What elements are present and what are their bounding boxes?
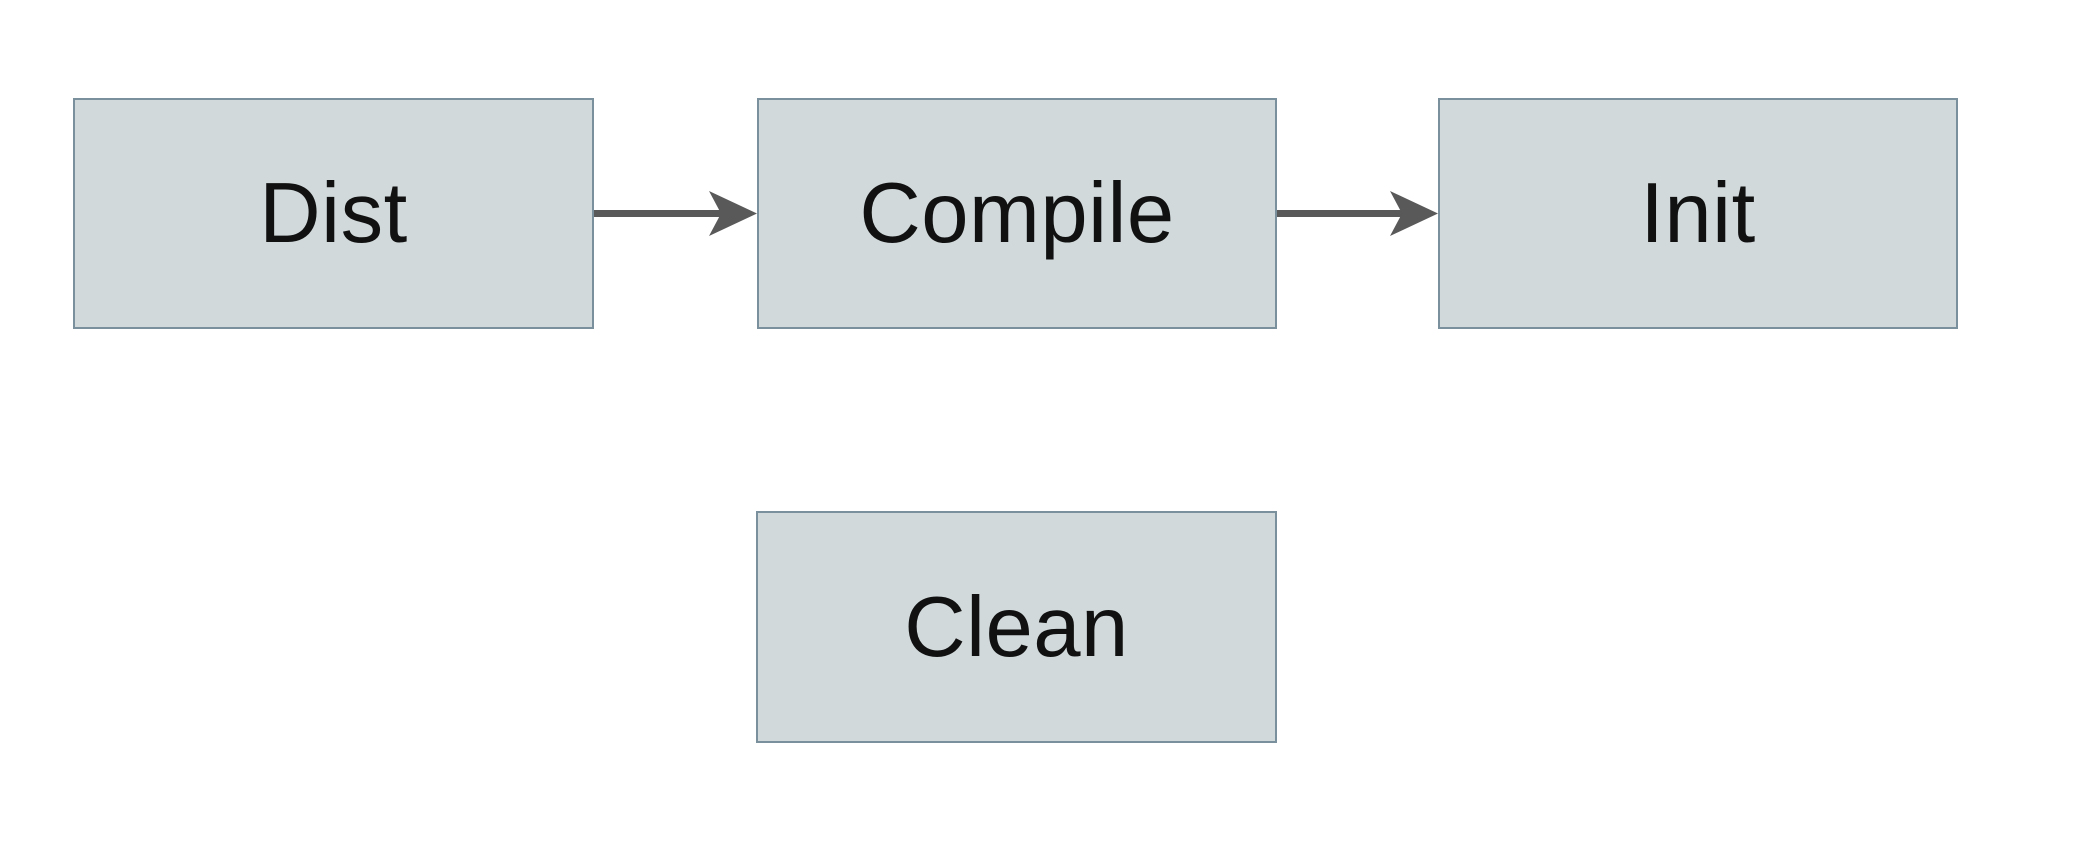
node-dist-label: Dist: [259, 166, 408, 261]
node-clean-label: Clean: [904, 579, 1129, 675]
node-dist[interactable]: Dist: [73, 98, 594, 329]
node-compile-label: Compile: [859, 166, 1175, 261]
node-clean[interactable]: Clean: [756, 511, 1277, 743]
arrow-compile-to-init: [1276, 191, 1438, 236]
node-init-label: Init: [1640, 166, 1756, 261]
arrow-dist-to-compile: [594, 191, 757, 236]
node-compile[interactable]: Compile: [757, 98, 1277, 329]
node-init[interactable]: Init: [1438, 98, 1958, 329]
